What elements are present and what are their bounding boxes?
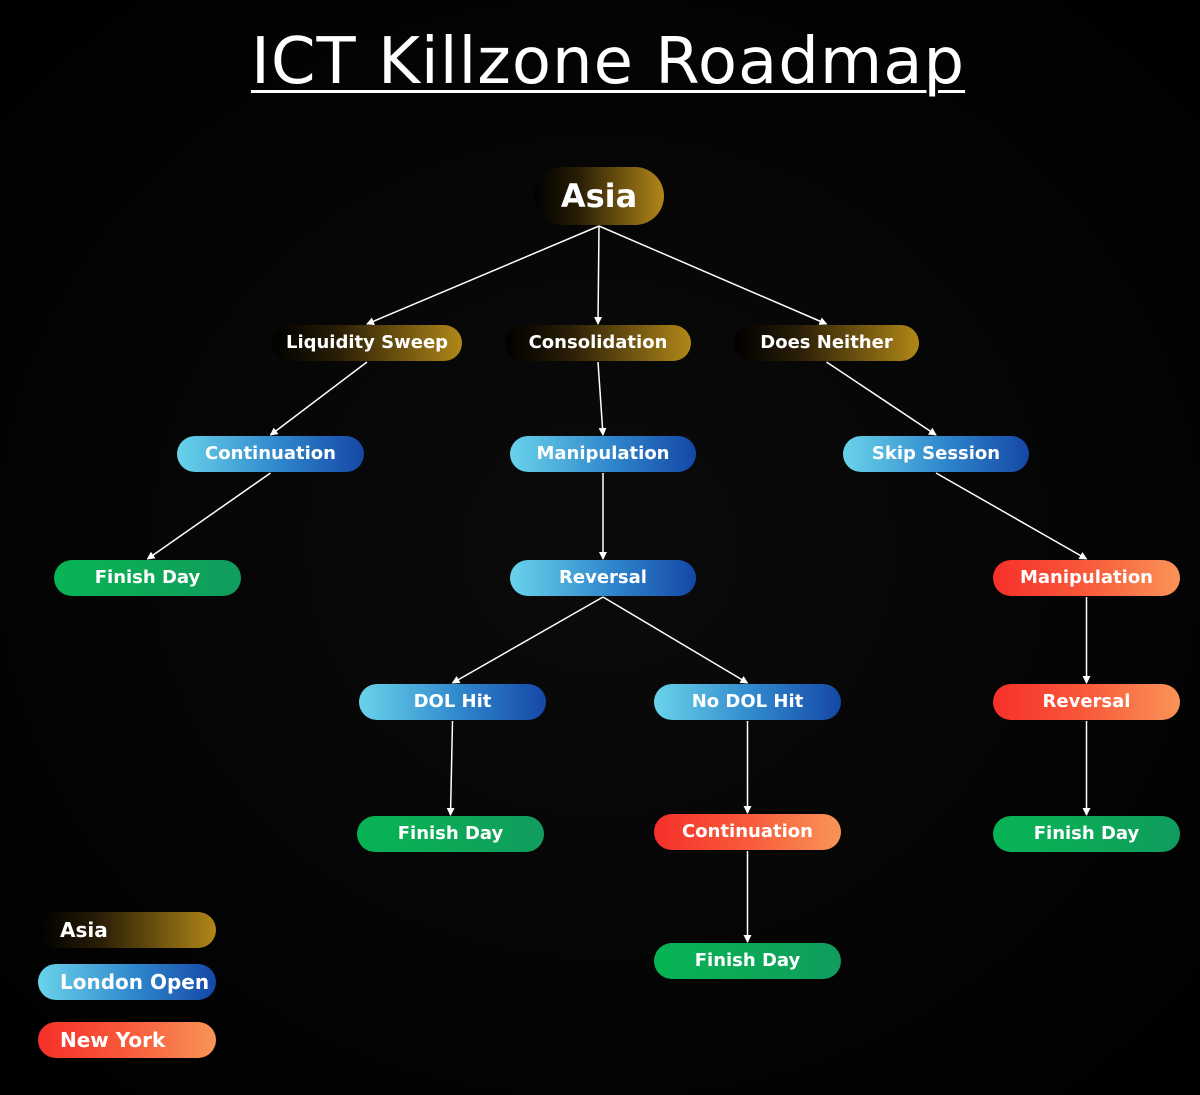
node-asia: Asia	[534, 167, 664, 225]
edge-skip-session-to-manipulation-ny	[935, 472, 1088, 560]
edge-consolidation-to-manipulation-london	[597, 361, 607, 436]
edge-dol-hit-to-finish-day-2	[446, 720, 455, 816]
edge-does-neither-to-skip-session	[826, 361, 937, 436]
node-reversal-ny: Reversal	[993, 684, 1180, 720]
edge-reversal-london-to-no-dol-hit	[602, 596, 749, 684]
edge-continuation-london-to-finish-day-1	[146, 472, 271, 560]
legend-asia: Asia	[38, 912, 216, 948]
node-finish-day-1: Finish Day	[54, 560, 241, 596]
node-continuation-london: Continuation	[177, 436, 364, 472]
node-finish-day-4: Finish Day	[654, 943, 841, 979]
edge-asia-to-liquidity-sweep	[366, 225, 600, 325]
node-consolidation: Consolidation	[505, 325, 691, 361]
node-reversal-london: Reversal	[510, 560, 696, 596]
edge-reversal-london-to-dol-hit	[451, 596, 604, 684]
legend-new-york: New York	[38, 1022, 216, 1058]
node-does-neither: Does Neither	[734, 325, 919, 361]
edge-asia-to-does-neither	[598, 225, 828, 325]
node-liquidity-sweep: Liquidity Sweep	[272, 325, 462, 361]
node-dol-hit: DOL Hit	[359, 684, 546, 720]
node-manipulation-london: Manipulation	[510, 436, 696, 472]
edge-asia-to-consolidation	[594, 225, 603, 325]
node-skip-session: Skip Session	[843, 436, 1029, 472]
edge-liquidity-sweep-to-continuation-london	[269, 361, 368, 436]
node-no-dol-hit: No DOL Hit	[654, 684, 841, 720]
legend-london-open: London Open	[38, 964, 216, 1000]
node-continuation-ny: Continuation	[654, 814, 841, 850]
node-manipulation-ny: Manipulation	[993, 560, 1180, 596]
node-finish-day-2: Finish Day	[357, 816, 544, 852]
node-finish-day-3: Finish Day	[993, 816, 1180, 852]
page-title: ICT Killzone Roadmap	[250, 25, 966, 99]
